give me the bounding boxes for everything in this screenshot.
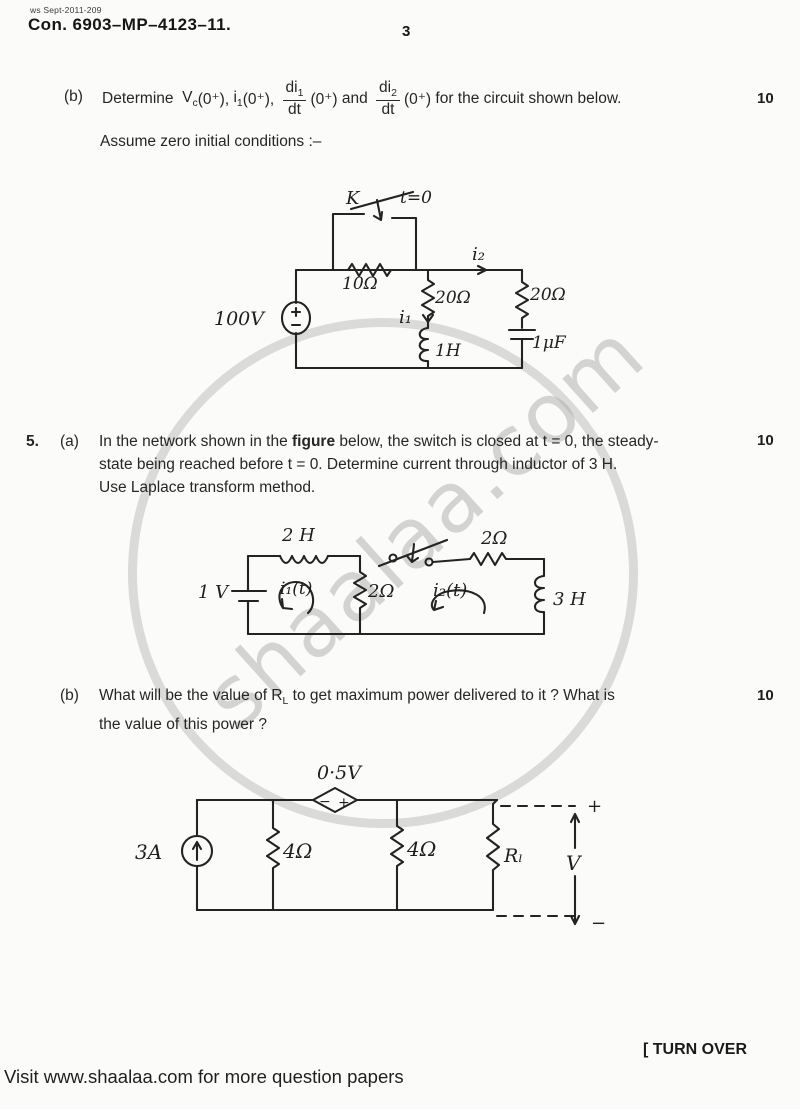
c2-inductor-3h-icon — [533, 557, 546, 636]
q5a-l1c: below, the switch is closed at t = 0, th… — [335, 433, 659, 450]
c2-top-resistor-label: 2Ω — [480, 528, 507, 549]
c1-mid-inductor — [418, 326, 430, 370]
c3-load-resistor-label: Rₗ — [503, 845, 523, 867]
c1-i2-arrow-icon — [476, 264, 488, 276]
c1-capacitor-label: 1μF — [532, 333, 567, 353]
q5b-l2: the value of this power ? — [99, 716, 268, 734]
c2-i2-loop-icon — [430, 589, 486, 615]
c3-arrow-up-icon — [569, 812, 581, 850]
c2-switch-contact-right — [424, 557, 434, 567]
q5a-text: In the network shown in the figure below… — [99, 430, 747, 499]
c3-resistor1-label: 4Ω — [282, 839, 312, 863]
q5b-l1a: What will be the value of R — [99, 687, 283, 704]
c2-mid-resistor — [352, 554, 368, 636]
c1-switch-blade — [349, 190, 415, 211]
c2-inductor-2h-icon — [278, 554, 330, 565]
c3-load-resistor — [485, 798, 501, 912]
c1-mid-resistor — [420, 268, 436, 330]
c1-voltage-source-icon — [280, 300, 312, 336]
q4b-arg2: (0⁺), — [242, 90, 279, 108]
c1-i1-label: i₁ — [399, 307, 412, 328]
c3-resistor1 — [265, 798, 281, 912]
q5a-l2: state being reached before t = 0. Determ… — [99, 456, 618, 473]
turn-over-note: [ TURN OVER — [643, 1041, 747, 1058]
c2-switch-arrow-icon — [405, 542, 420, 564]
q4b-determine: Determine — [102, 90, 183, 107]
c3-current-source-icon — [180, 834, 214, 868]
c3-dep-minus: − — [319, 794, 331, 810]
c2-i1-label: i₁(t) — [280, 579, 312, 599]
q4b-arg1: (0⁺), — [197, 90, 234, 108]
c1-switch-time-label: t=0 — [400, 188, 432, 208]
q4b-arg3: (0⁺) — [310, 90, 338, 108]
q5a-l3: Use Laplace transform method. — [99, 479, 316, 496]
q5a-marks: 10 — [757, 432, 774, 449]
q5a-l1a: In the network shown in the — [99, 433, 293, 450]
c2-battery-icon — [230, 554, 268, 636]
c3-resistor2-label: 4Ω — [406, 837, 436, 861]
c2-i2-label: i₂(t) — [433, 580, 467, 601]
c1-capacitor-icon — [507, 328, 537, 370]
print-stamp: ws Sept-2011-209 — [30, 5, 102, 15]
c2-top-resistor — [431, 551, 546, 567]
q4b-tail: for the circuit shown below. — [431, 90, 622, 107]
page-number: 3 — [402, 23, 411, 40]
c1-mid-inductor-label: 1H — [435, 341, 462, 361]
c1-source-label: 100V — [214, 308, 266, 330]
c1-resistor-10ohm-icon — [346, 262, 393, 278]
c1-right-resistor — [514, 268, 530, 330]
c1-switch-label: K — [345, 188, 361, 209]
c3-minus-label: − — [591, 913, 606, 934]
c3-source-arrow-icon — [191, 840, 203, 862]
q4b-and: and — [337, 90, 373, 107]
q5b-l1b: to get maximum power delivered to it ? W… — [288, 687, 615, 704]
c3-dep-label: 0·5V — [317, 762, 363, 784]
c3-resistor2 — [389, 798, 405, 912]
q5b-text: What will be the value of RL to get maxi… — [99, 684, 747, 736]
c2-source-label: 1 V — [198, 582, 230, 603]
c3-source-label: 3A — [135, 840, 162, 864]
circuit1-diagram: 100V 10Ω K t=0 i₂ 20Ω i₁ 1H 20Ω 1μF — [214, 188, 567, 370]
c2-inductor-2h-label: 2 H — [281, 525, 315, 546]
q4b-vc: Vc — [182, 88, 198, 110]
c1-resistor-10ohm-label: 10Ω — [342, 274, 378, 294]
c1-switch-branch — [331, 212, 418, 272]
q4b-arg4: (0⁺) — [403, 90, 432, 108]
circuit3-diagram: − + 0·5V 3A 4Ω 4Ω Rₗ + V − — [135, 762, 606, 934]
q5b-rl-sub: L — [282, 695, 289, 708]
c2-i1-loop-icon — [278, 580, 315, 615]
c3-dep-plus: + — [338, 795, 350, 811]
circuit2-diagram: 2 H 1 V 2Ω i₁(t) 2Ω 3 H i₂(t) — [198, 525, 586, 636]
q4b-label: (b) — [64, 88, 83, 105]
paper-code: Con. 6903–MP–4123–11. — [28, 15, 232, 34]
c3-plus-label: + — [587, 796, 602, 817]
c1-i2-label: i₂ — [472, 244, 485, 265]
q5b-label: (b) — [60, 687, 79, 704]
c2-inductor-3h-label: 3 H — [553, 589, 586, 610]
c1-i1-arrow-icon — [421, 313, 435, 324]
c3-v-label: V — [566, 851, 583, 875]
q5b-marks: 10 — [757, 687, 774, 704]
q5a-l1b: figure — [292, 433, 336, 450]
q4b-marks: 10 — [757, 90, 774, 107]
q4b-line2: Assume zero initial conditions :– — [100, 133, 322, 150]
c1-switch-arrow-icon — [372, 198, 384, 222]
c2-mid-resistor-label: 2Ω — [367, 581, 394, 602]
q5-number: 5. — [26, 433, 39, 450]
c3-arrow-down-icon — [569, 874, 581, 926]
c1-right-resistor-label: 20Ω — [529, 285, 566, 305]
c1-source-polarity — [290, 306, 302, 327]
q5a-label: (a) — [60, 433, 79, 450]
c1-mid-resistor-label: 20Ω — [434, 288, 471, 308]
q4b-i1: i1 — [233, 88, 243, 110]
visit-footer: Visit www.shaalaa.com for more question … — [4, 1066, 404, 1087]
